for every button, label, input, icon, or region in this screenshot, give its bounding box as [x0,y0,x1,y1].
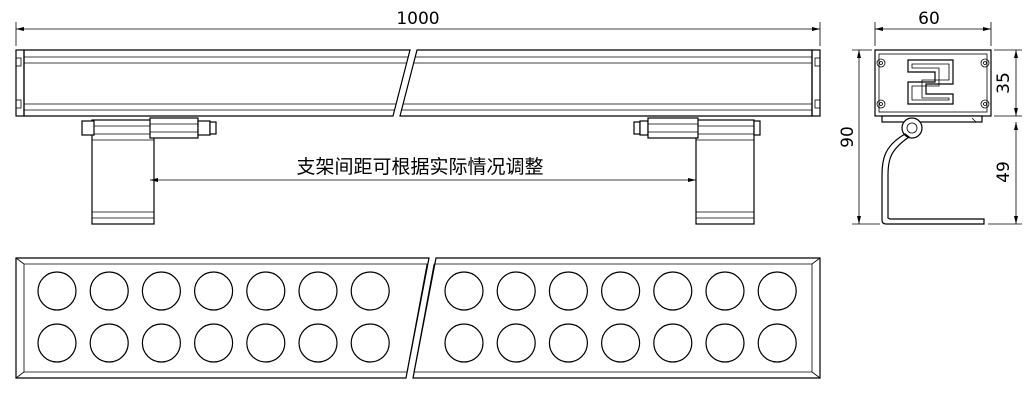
bracket-spacing-note: 支架间距可根据实际情况调整 [296,156,543,178]
bracket-spacing-dimension: 支架间距可根据实际情况调整 [150,156,696,182]
right-bracket [633,117,761,225]
side-profile-view: 60 90 35 [838,9,1022,225]
led-lens [653,323,693,363]
width-label: 60 [918,9,940,29]
length-dimension: 1000 [15,9,821,46]
side-view-fixture [15,49,821,117]
led-lens [298,323,338,363]
led-lens [246,323,286,363]
led-lens [141,271,181,311]
led-lens [350,271,390,311]
led-lens [548,323,589,363]
led-lens [757,323,797,363]
length-label: 1000 [396,9,439,29]
bracket-height-label: 49 [994,161,1014,183]
led-lens [600,271,641,311]
led-lens [653,271,693,311]
led-lens [246,271,286,311]
led-lens [757,271,797,311]
led-lens [37,323,77,363]
led-lens [89,271,129,311]
led-grid [37,271,797,363]
led-lens [548,271,589,311]
body-height-label: 35 [994,72,1014,94]
led-lens [444,271,484,311]
led-lens [444,323,484,363]
led-lens [141,323,181,363]
led-lens [194,323,234,363]
total-height-label: 90 [838,126,858,148]
led-lens [705,271,745,311]
led-lens [496,323,536,363]
led-lens [37,271,77,311]
led-lens [496,271,536,311]
led-lens [350,323,390,363]
left-bracket [81,117,217,225]
led-lens [194,271,234,311]
led-lens [89,323,129,363]
led-lens [600,323,641,363]
led-lens [298,271,338,311]
front-view-panel [15,257,821,379]
led-lens [705,323,745,363]
